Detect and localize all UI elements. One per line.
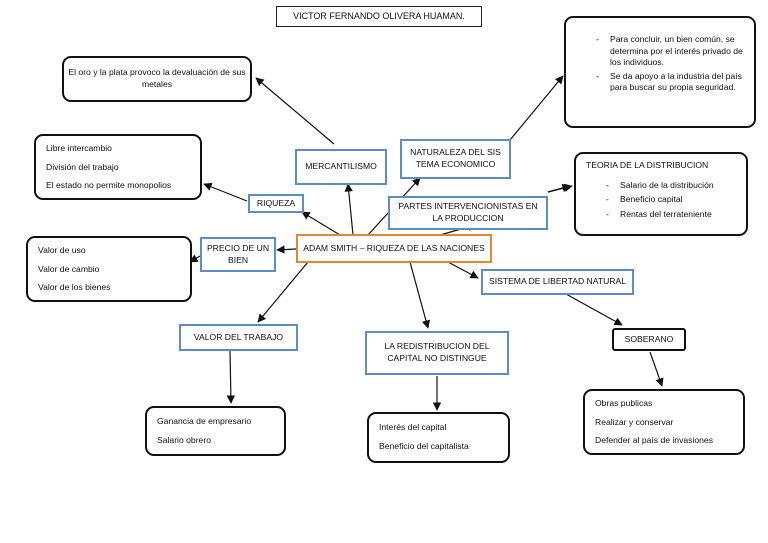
- naturaleza-note-item: Para concluir, un bien común, se determi…: [594, 34, 746, 69]
- arrow-soberano-list: [649, 351, 664, 387]
- teoria-item: Beneficio capital: [604, 194, 736, 206]
- soberano-list-box: Obras publicas Realizar y conservar Defe…: [583, 389, 745, 455]
- redistribucion-box: LA REDISTRIBUCION DEL CAPITAL NO DISTING…: [365, 331, 509, 375]
- soberano-item: Obras publicas: [595, 398, 653, 408]
- redistribucion-label: LA REDISTRIBUCION DEL CAPITAL NO DISTING…: [384, 341, 490, 363]
- arrow-valor-list: [226, 349, 236, 404]
- center-box: ADAM SMITH – RIQUEZA DE LAS NACIONES: [296, 234, 492, 263]
- precio-item: Valor de cambio: [38, 263, 100, 274]
- riqueza-item: División del trabajo: [46, 161, 119, 172]
- arrow-center-riqueza: [301, 211, 341, 236]
- page-title-text: VICTOR FERNANDO OLIVERA HUAMAN.: [293, 11, 465, 22]
- riqueza-item: Libre intercambio: [46, 143, 112, 153]
- naturaleza-box: NATURALEZA DEL SIS TEMA ECONOMICO: [400, 139, 511, 179]
- valor-trabajo-item: Salario obrero: [157, 434, 211, 445]
- arrow-center-precio: [276, 245, 297, 254]
- naturaleza-label: NATURALEZA DEL SIS TEMA ECONOMICO: [410, 147, 501, 169]
- precio-label: PRECIO DE UN BIEN: [206, 242, 270, 265]
- riqueza-item: El estado no permite monopolios: [46, 180, 172, 191]
- teoria-title: TEORIA DE LA DISTRIBUCION: [586, 160, 709, 170]
- riqueza-label: RIQUEZA: [256, 197, 296, 208]
- arrow-riqueza-list: [203, 182, 248, 202]
- precio-box: PRECIO DE UN BIEN: [200, 237, 276, 272]
- arrow-center-sistema: [447, 261, 479, 279]
- riqueza-list-box: Libre intercambio División del trabajo E…: [34, 134, 202, 200]
- arrow-partes-teoria-2: [547, 183, 571, 193]
- teoria-list: Salario de la distribución Beneficio cap…: [586, 180, 736, 221]
- valor-trabajo-list-box: Ganancia de empresario Salario obrero: [145, 406, 286, 456]
- arrow-mercantilismo-note: [255, 77, 335, 145]
- redistribucion-list-box: Interés del capital Beneficio del capita…: [367, 412, 510, 463]
- valor-trabajo-item: Ganancia de empresario: [157, 416, 252, 426]
- riqueza-box: RIQUEZA: [248, 194, 304, 213]
- precio-item: Valor de los bienes: [38, 282, 111, 293]
- precio-list-box: Valor de uso Valor de cambio Valor de lo…: [26, 236, 192, 302]
- soberano-label: SOBERANO: [624, 333, 674, 344]
- redistribucion-item: Beneficio del capitalista: [379, 440, 469, 451]
- teoria-box: TEORIA DE LA DISTRIBUCION Salario de la …: [574, 152, 748, 236]
- naturaleza-note-item: Se da apoyo a la industria del país para…: [594, 71, 746, 94]
- partes-label: PARTES INTERVENCIONISTAS EN LA PRODUCCIO…: [398, 201, 538, 223]
- valor-trabajo-label: VALOR DEL TRABAJO: [193, 331, 284, 342]
- soberano-box: SOBERANO: [612, 328, 686, 351]
- teoria-item: Salario de la distribución: [604, 180, 736, 192]
- mercantilismo-box: MERCANTILISMO: [295, 149, 387, 185]
- soberano-item: Defender al país de invasiones: [595, 435, 714, 446]
- arrow-center-valor: [257, 261, 309, 323]
- precio-item: Valor de uso: [38, 245, 86, 255]
- valor-trabajo-box: VALOR DEL TRABAJO: [179, 324, 298, 351]
- mercantilismo-note: El oro y la plata provoco la devaluación…: [68, 67, 246, 89]
- arrow-sistema-soberano: [565, 293, 623, 326]
- soberano-item: Realizar y conservar: [595, 416, 674, 427]
- sistema-box: SISTEMA DE LIBERTAD NATURAL: [481, 269, 634, 295]
- naturaleza-notes-box: Para concluir, un bien común, se determi…: [564, 16, 756, 128]
- arrow-center-mercantilismo: [344, 183, 354, 236]
- partes-box: PARTES INTERVENCIONISTAS EN LA PRODUCCIO…: [388, 196, 548, 230]
- redistribucion-item: Interés del capital: [379, 422, 447, 432]
- mercantilismo-note-box: El oro y la plata provoco la devaluación…: [62, 56, 252, 102]
- sistema-label: SISTEMA DE LIBERTAD NATURAL: [488, 276, 627, 287]
- naturaleza-notes-list: Para concluir, un bien común, se determi…: [594, 34, 746, 94]
- arrow-center-redistribucion: [409, 261, 431, 329]
- page-title: VICTOR FERNANDO OLIVERA HUAMAN.: [276, 6, 482, 27]
- teoria-item: Rentas del terrateniente: [604, 209, 736, 221]
- center-label: ADAM SMITH – RIQUEZA DE LAS NACIONES: [303, 242, 485, 253]
- mercantilismo-label: MERCANTILISMO: [305, 161, 377, 172]
- arrow-naturaleza-note: [509, 75, 564, 141]
